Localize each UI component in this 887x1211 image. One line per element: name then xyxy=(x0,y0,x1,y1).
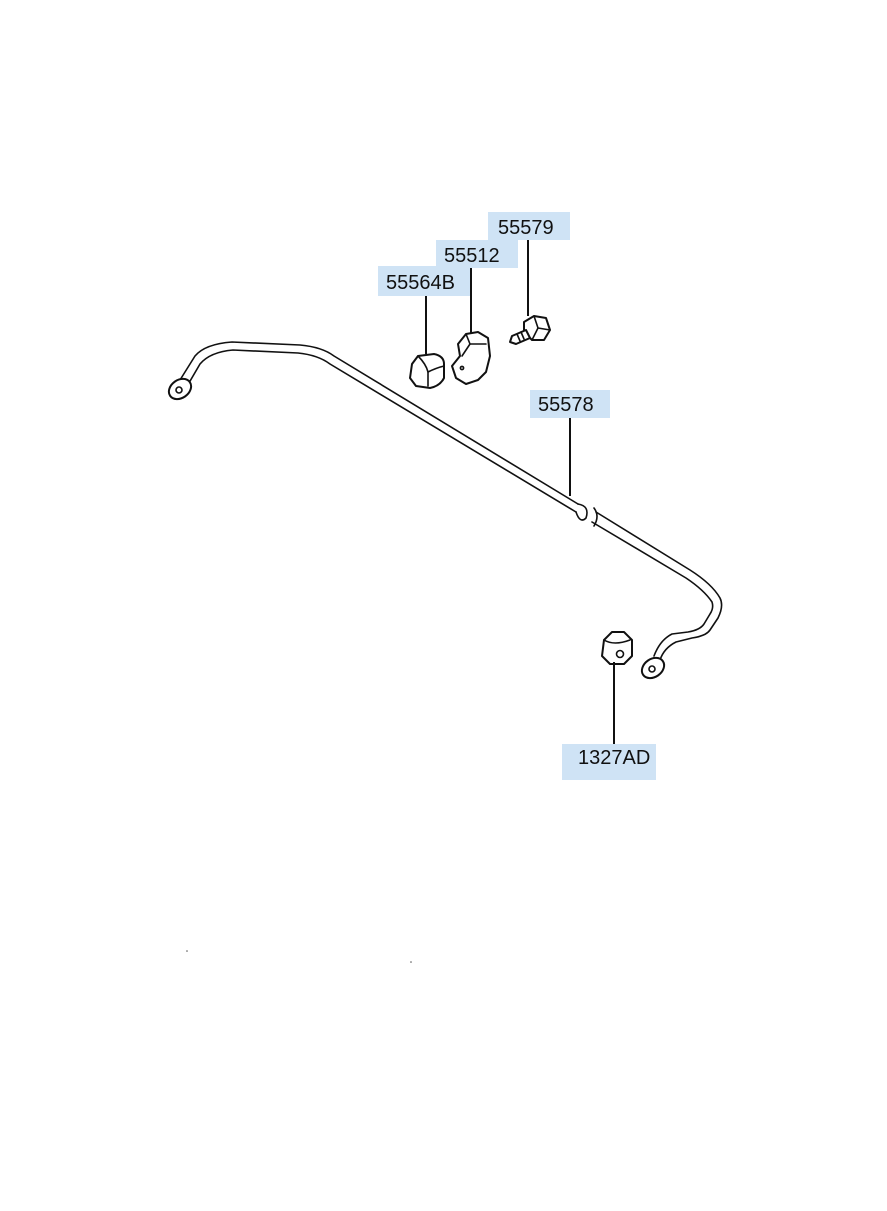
callout-label-55579: 55579 xyxy=(498,217,554,239)
bushing[interactable] xyxy=(409,353,445,389)
stabilizer-bar[interactable] xyxy=(165,341,723,682)
bolt[interactable] xyxy=(509,315,551,345)
callout-label-55564b: 55564B xyxy=(386,272,455,294)
callout-55564b[interactable]: 55564B xyxy=(378,266,470,296)
scan-speck xyxy=(186,950,188,952)
scan-speck xyxy=(410,961,412,963)
nut[interactable] xyxy=(601,631,633,665)
callout-55578[interactable]: 55578 xyxy=(530,390,610,418)
callout-label-1327ad: 1327AD xyxy=(578,747,650,769)
callout-55512[interactable]: 55512 xyxy=(436,240,518,268)
callout-55579[interactable]: 55579 xyxy=(488,212,570,240)
callout-1327ad[interactable]: 1327AD xyxy=(562,744,656,780)
bracket[interactable] xyxy=(451,331,491,385)
callout-label-55578: 55578 xyxy=(538,394,594,416)
callout-label-55512: 55512 xyxy=(444,245,500,267)
